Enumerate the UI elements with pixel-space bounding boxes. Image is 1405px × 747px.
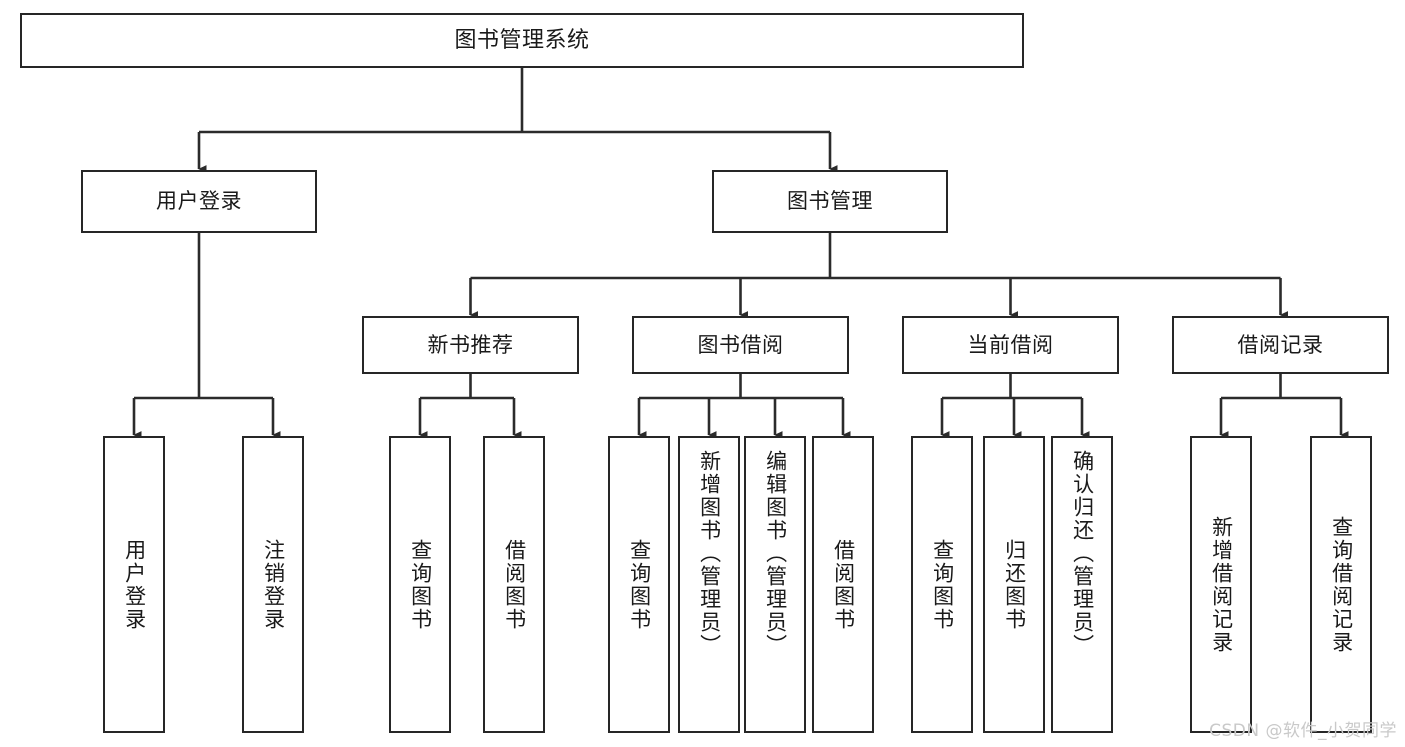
node-l1-login[interactable]: 用户登录 [81, 170, 317, 233]
node-label: 借阅图书 [502, 538, 527, 631]
node-label: 借阅记录 [1237, 332, 1324, 357]
node-label: 查询图书 [930, 538, 955, 631]
node-label: 查询图书 [408, 538, 433, 631]
node-l2-new[interactable]: 新书推荐 [362, 316, 579, 374]
node-l2-borrow[interactable]: 图书借阅 [632, 316, 849, 374]
node-l3-a2[interactable]: 注销登录 [242, 436, 304, 733]
node-l3-d2[interactable]: 归还图书 [983, 436, 1045, 733]
node-l3-d3[interactable]: 确认归还（管理员） [1051, 436, 1113, 733]
node-label: 图书管理 [787, 189, 873, 214]
node-l3-c3[interactable]: 编辑图书（管理员） [744, 436, 806, 733]
root-node[interactable]: 图书管理系统 [20, 13, 1024, 68]
node-label: 图书借阅 [697, 332, 784, 357]
node-label: 确认归还（管理员） [1070, 450, 1095, 657]
watermark-text: CSDN @软件_小贺同学 [1209, 721, 1397, 741]
node-l3-c2[interactable]: 新增图书（管理员） [678, 436, 740, 733]
node-label: 编辑图书（管理员） [763, 450, 788, 657]
node-l3-d1[interactable]: 查询图书 [911, 436, 973, 733]
node-label: 查询图书 [627, 538, 652, 631]
node-l3-a1[interactable]: 用户登录 [103, 436, 165, 733]
node-label: 用户登录 [156, 189, 242, 214]
node-label: 新增图书（管理员） [697, 450, 722, 657]
node-label: 注销登录 [261, 538, 286, 631]
node-label: 新增借阅记录 [1209, 515, 1234, 654]
node-label: 借阅图书 [831, 538, 856, 631]
node-l3-e1[interactable]: 新增借阅记录 [1190, 436, 1252, 733]
node-l1-book[interactable]: 图书管理 [712, 170, 948, 233]
node-label: 查询借阅记录 [1329, 515, 1354, 654]
node-l3-b1[interactable]: 查询图书 [389, 436, 451, 733]
node-l3-c1[interactable]: 查询图书 [608, 436, 670, 733]
node-label: 当前借阅 [967, 332, 1054, 357]
node-label: 新书推荐 [427, 332, 514, 357]
node-l2-record[interactable]: 借阅记录 [1172, 316, 1389, 374]
node-l2-current[interactable]: 当前借阅 [902, 316, 1119, 374]
node-label: 图书管理系统 [454, 27, 590, 53]
node-l3-b2[interactable]: 借阅图书 [483, 436, 545, 733]
node-label: 归还图书 [1002, 538, 1027, 631]
node-l3-c4[interactable]: 借阅图书 [812, 436, 874, 733]
node-label: 用户登录 [122, 538, 147, 631]
node-l3-e2[interactable]: 查询借阅记录 [1310, 436, 1372, 733]
